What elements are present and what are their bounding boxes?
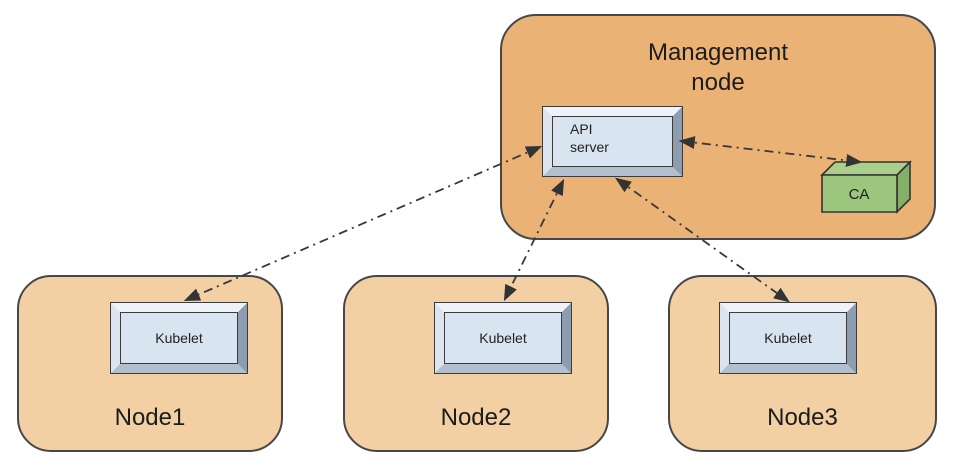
management-node-label: Management node [647, 39, 789, 96]
kubelet-box-node3: Kubelet [719, 302, 857, 374]
worker-node-1: Kubelet Node1 [17, 275, 283, 452]
worker-node-2-label: Node2 [440, 404, 512, 431]
worker-node-2: Kubelet Node2 [343, 275, 609, 452]
kubelet-box-node2: Kubelet [434, 302, 572, 374]
kubelet-label-node2: Kubelet [479, 330, 527, 346]
ca-label: CA [849, 186, 870, 203]
api-server-label: API server [570, 121, 609, 155]
worker-node-3-label: Node3 [767, 404, 838, 431]
worker-node-3: Kubelet Node3 [668, 275, 937, 452]
worker-node-1-label: Node1 [114, 404, 186, 431]
kubelet-box-node1: Kubelet [110, 302, 248, 374]
management-node: Management node API server CA [500, 14, 936, 240]
ca-box-front-face [821, 174, 898, 213]
api-server-box: API server [542, 106, 683, 177]
ca-box-icon: CA [820, 160, 912, 214]
kubelet-label-node1: Kubelet [155, 330, 203, 346]
kubelet-label-node3: Kubelet [764, 330, 812, 346]
ca-box-top-face [820, 161, 912, 176]
